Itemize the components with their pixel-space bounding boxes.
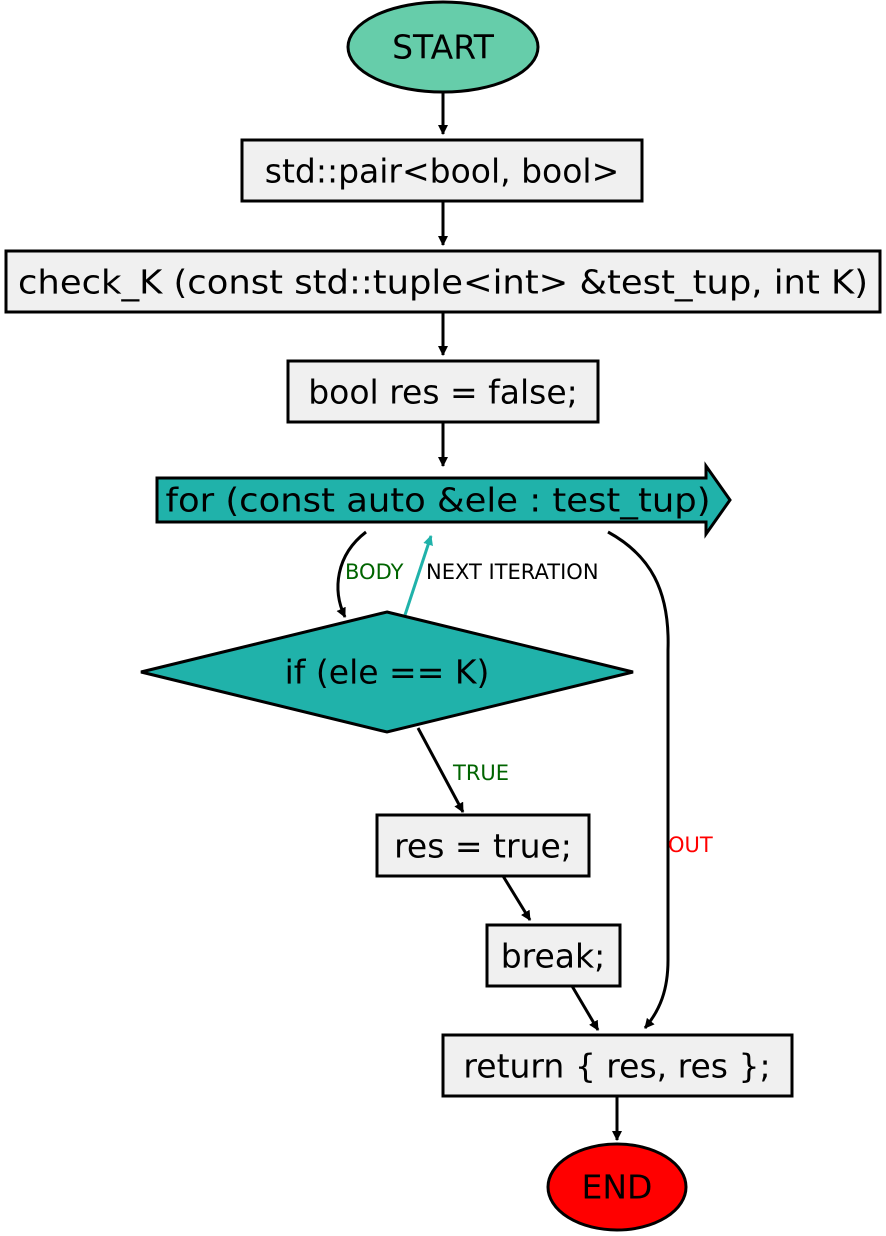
condition-node: if (ele == K) — [140, 610, 634, 734]
label-next-iteration: NEXT ITERATION — [426, 560, 599, 584]
condition-label: if (ele == K) — [285, 653, 490, 692]
init-label: bool res = false; — [308, 373, 578, 412]
start-label: START — [392, 28, 495, 67]
label-out: OUT — [668, 833, 713, 857]
return-node: return { res, res }; — [441, 1033, 794, 1098]
return-type-label: std::pair<bool, bool> — [265, 152, 620, 191]
assign-node: res = true; — [375, 813, 591, 878]
label-true: TRUE — [452, 761, 509, 785]
edge-loop-out — [607, 530, 670, 1029]
edge-assign-to-break — [501, 875, 532, 921]
assign-label: res = true; — [394, 827, 572, 866]
loop-label: for (const auto &ele : test_tup) — [166, 481, 711, 520]
init-node: bool res = false; — [286, 359, 600, 424]
end-node: END — [546, 1142, 688, 1232]
break-label: break; — [501, 937, 606, 976]
return-type-node: std::pair<bool, bool> — [240, 138, 644, 203]
edge-condition-true — [416, 727, 465, 813]
break-node: break; — [485, 923, 622, 988]
edge-break-to-return — [570, 985, 600, 1031]
start-node: START — [346, 0, 540, 94]
end-label: END — [582, 1168, 653, 1207]
label-body: BODY — [345, 560, 404, 584]
signature-node: check_K (const std::tuple<int> &test_tup… — [4, 249, 882, 314]
loop-node: for (const auto &ele : test_tup) — [155, 461, 732, 539]
return-label: return { res, res }; — [463, 1047, 770, 1086]
signature-label: check_K (const std::tuple<int> &test_tup… — [18, 263, 868, 302]
edge-next-iteration — [403, 535, 433, 616]
edge-loop-body — [336, 530, 367, 618]
